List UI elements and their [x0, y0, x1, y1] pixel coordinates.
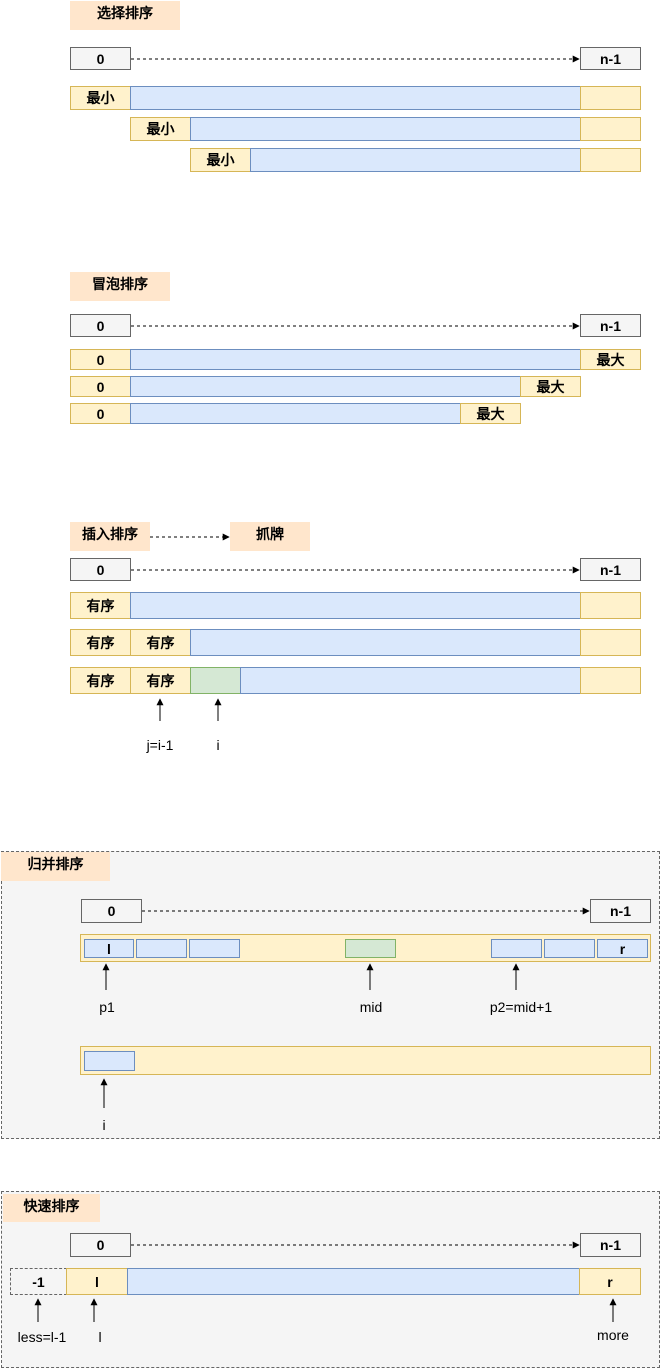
merge-end-index: n-1 — [590, 899, 651, 923]
merge-pointer-mid-label: mid — [359, 999, 383, 1015]
selection-row3-min-cell: 最小 — [190, 148, 251, 172]
insertion-row3-current-cell — [190, 667, 241, 694]
bubble-start-index: 0 — [70, 314, 131, 337]
insertion-end-index: n-1 — [580, 558, 641, 581]
merge-right-cell-2 — [544, 939, 595, 958]
quick-pointer-more-label: more — [597, 1327, 629, 1343]
selection-row1-tail — [580, 86, 641, 110]
insertion-pointer-i-label: i — [216, 737, 220, 753]
bubble-row3-max-cell: 最大 — [460, 403, 521, 424]
quick-pointer-l-label: l — [98, 1329, 102, 1345]
quick-pointer-less-label: less=l-1 — [17, 1329, 67, 1345]
bubble-sort-title: 冒泡排序 — [70, 272, 170, 301]
quick-middle-region — [127, 1268, 580, 1295]
selection-start-index: 0 — [70, 47, 131, 70]
merge-right-cell-1 — [491, 939, 542, 958]
insertion-row2-sorted-cell-1: 有序 — [70, 629, 131, 656]
insertion-row3-unsorted — [240, 667, 581, 694]
merge-pointer-p1-label: p1 — [99, 999, 115, 1015]
merge-mid-cell — [345, 939, 396, 958]
merge-left-cell-3 — [189, 939, 240, 958]
quick-right-cell: r — [579, 1268, 641, 1295]
selection-row1-min-cell: 最小 — [70, 86, 131, 110]
bubble-row1-max-cell: 最大 — [580, 349, 641, 370]
merge-sort-title: 归并排序 — [1, 852, 110, 881]
selection-row3-tail — [580, 148, 641, 172]
selection-row1-unsorted — [130, 86, 581, 110]
selection-row2-min-cell: 最小 — [130, 117, 191, 141]
bubble-row2-start-cell: 0 — [70, 376, 131, 397]
selection-row2-tail — [580, 117, 641, 141]
insertion-row2-unsorted — [190, 629, 581, 656]
insertion-analogy-label: 抓牌 — [230, 522, 310, 551]
insertion-row1-tail — [580, 592, 641, 619]
merge-start-index: 0 — [81, 899, 142, 923]
merge-pointer-i-label: i — [102, 1117, 106, 1133]
selection-sort-title: 选择排序 — [70, 1, 180, 30]
insertion-pointer-j-label: j=i-1 — [146, 737, 174, 753]
insertion-row3-tail — [580, 667, 641, 694]
selection-row2-unsorted — [190, 117, 581, 141]
merge-left-cell-2 — [136, 939, 187, 958]
quick-start-index: 0 — [70, 1233, 131, 1257]
insertion-row1-sorted-cell: 有序 — [70, 592, 131, 619]
bubble-end-index: n-1 — [580, 314, 641, 337]
insertion-row2-tail — [580, 629, 641, 656]
merge-pointer-p2-label: p2=mid+1 — [489, 999, 553, 1015]
merge-right-cell-r: r — [597, 939, 648, 958]
merge-help-cell — [84, 1051, 135, 1071]
insertion-row3-sorted-cell-1: 有序 — [70, 667, 131, 694]
selection-end-index: n-1 — [580, 47, 641, 70]
quick-sort-title: 快速排序 — [3, 1194, 100, 1222]
quick-left-cell: l — [66, 1268, 128, 1295]
bubble-row2-max-cell: 最大 — [520, 376, 581, 397]
merge-left-cell-l: l — [84, 939, 134, 958]
insertion-start-index: 0 — [70, 558, 131, 581]
bubble-row1-start-cell: 0 — [70, 349, 131, 370]
insertion-sort-title: 插入排序 — [70, 522, 150, 551]
quick-less-cell: -1 — [10, 1268, 67, 1295]
quick-end-index: n-1 — [580, 1233, 641, 1257]
merge-help-array-bar — [80, 1046, 651, 1075]
insertion-row3-sorted-cell-2: 有序 — [130, 667, 191, 694]
